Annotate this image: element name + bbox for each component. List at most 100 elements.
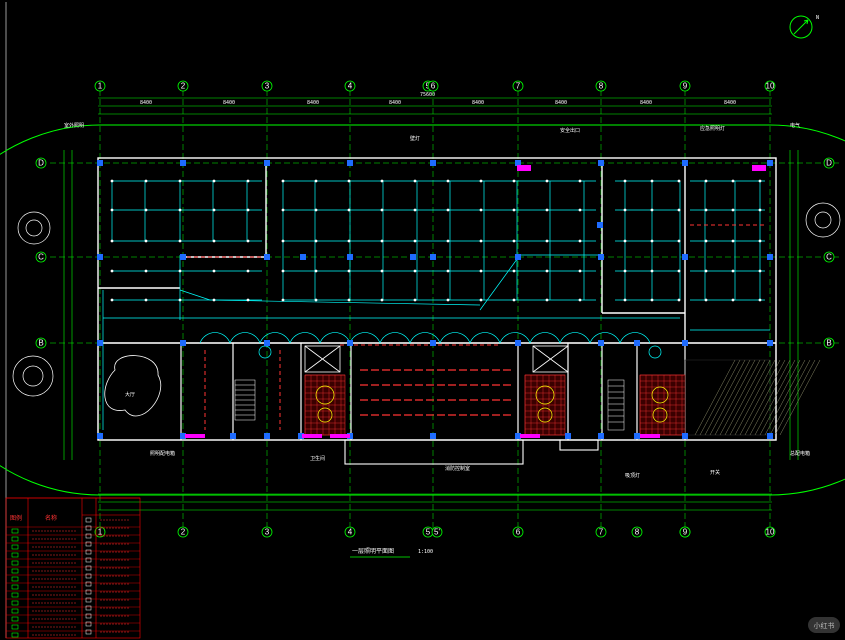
- legend-header-name: 名称: [45, 514, 57, 522]
- axis-bubble: 4: [344, 526, 356, 538]
- axis-label: 4: [348, 528, 353, 537]
- axis-bubble: 1: [94, 80, 106, 92]
- axis-label: 7: [516, 82, 521, 91]
- axis-bubble: 3: [261, 80, 273, 92]
- axis-label: 2: [181, 528, 186, 537]
- axis-bubble: C: [35, 251, 47, 263]
- watermark-text: 小红书: [814, 621, 835, 630]
- axis-label: 3: [265, 82, 270, 91]
- axis-label: B: [826, 339, 831, 348]
- axis-label: 7: [599, 528, 604, 537]
- axis-label: 6: [431, 82, 436, 91]
- svg-text:电气: 电气: [790, 122, 800, 129]
- axis-bubble: D: [35, 157, 47, 169]
- drawing-title: 一层照明平面图: [352, 548, 394, 555]
- hatch-pattern: [304, 374, 685, 436]
- axis-label: 5': [434, 528, 440, 537]
- svg-text:8400: 8400: [724, 100, 736, 106]
- axis-bubble: 7: [512, 80, 524, 92]
- side-dimension-lines: [63, 150, 799, 460]
- axis-label: D: [38, 159, 44, 168]
- axis-bubble: 8: [595, 80, 607, 92]
- red-dashed-lines: [180, 224, 765, 430]
- axis-bubble: 4: [344, 80, 356, 92]
- equipment-room-hatch: [694, 359, 821, 436]
- lobby-feature: [104, 355, 162, 417]
- axis-bubble: B: [823, 337, 835, 349]
- svg-text:照明配电箱: 照明配电箱: [150, 450, 175, 457]
- axis-bubble: C: [823, 251, 835, 263]
- svg-text:8400: 8400: [555, 100, 567, 106]
- svg-text:N: N: [816, 15, 819, 21]
- axis-bubble: 9: [679, 526, 691, 538]
- axis-label: 2: [181, 82, 186, 91]
- svg-text:8400: 8400: [140, 100, 152, 106]
- axis-label: 10: [766, 528, 775, 537]
- bottom-dimension-lines: [98, 493, 772, 511]
- legend-table: [5, 497, 141, 639]
- axis-bubble: 10: [764, 80, 776, 92]
- axis-label: 9: [683, 528, 688, 537]
- svg-text:8400: 8400: [389, 100, 401, 106]
- svg-text:8400: 8400: [640, 100, 652, 106]
- hall-lighting-rows: [360, 369, 512, 416]
- axis-label: 3: [265, 528, 270, 537]
- axis-bubble: 2: [177, 80, 189, 92]
- axis-label: 5: [426, 528, 431, 537]
- svg-text:安全出口: 安全出口: [560, 127, 580, 134]
- legend-rows: [6, 517, 140, 638]
- axis-bubble: 9: [679, 80, 691, 92]
- axis-bubbles-top: 12345678910: [94, 80, 776, 92]
- legend-header-symbol: 图例: [10, 514, 22, 522]
- axis-label: 1: [98, 528, 103, 537]
- axis-bubble: 3: [261, 526, 273, 538]
- axis-label: C: [38, 253, 44, 262]
- drawing-scale: 1:100: [418, 549, 433, 555]
- door-swings: [199, 332, 662, 359]
- watermark-badge: 小红书: [808, 617, 840, 633]
- svg-text:8400: 8400: [472, 100, 484, 106]
- toilet-area-hatch: [304, 359, 771, 436]
- axis-bubble: 1: [94, 526, 106, 538]
- axis-bubble: D: [823, 157, 835, 169]
- axis-label: 4: [348, 82, 353, 91]
- axis-label: 8: [599, 82, 604, 91]
- svg-text:卫生间: 卫生间: [310, 455, 325, 462]
- svg-text:大厅: 大厅: [125, 391, 135, 398]
- callout-labels: 室外照明 壁灯 安全出口 应急照明灯 电气 照明配电箱 卫生间 消防控制室 吸顶…: [64, 122, 810, 479]
- axis-grid-horizontal: [50, 162, 840, 344]
- axis-bubble: 8: [631, 526, 643, 538]
- stairs: [234, 379, 625, 431]
- axis-bubble: 7: [595, 526, 607, 538]
- axis-label: 10: [766, 82, 775, 91]
- svg-text:应急照明灯: 应急照明灯: [700, 125, 725, 132]
- top-dimension-lines: [98, 97, 772, 115]
- drawing-title-block: 一层照明平面图 1:100: [350, 548, 433, 558]
- axis-label: C: [826, 253, 832, 262]
- north-arrow-icon: N: [789, 15, 819, 39]
- svg-text:总配电箱: 总配电箱: [790, 450, 810, 457]
- axis-bubble: 10: [764, 526, 776, 538]
- lighting-fixtures: [97, 160, 773, 439]
- axis-label: D: [826, 159, 832, 168]
- svg-text:壁灯: 壁灯: [410, 135, 420, 142]
- distribution-boxes: [185, 165, 766, 438]
- svg-text:消防控制室: 消防控制室: [445, 465, 470, 472]
- svg-text:室外照明: 室外照明: [64, 122, 84, 129]
- elevator-shaft: [304, 345, 569, 373]
- axis-bubble: 6: [427, 80, 439, 92]
- axis-bubble: 6: [512, 526, 524, 538]
- axis-bubble: 5': [431, 526, 443, 538]
- svg-text:75600: 75600: [420, 92, 435, 98]
- axis-label: 6: [516, 528, 521, 537]
- tree-icon: [12, 202, 841, 397]
- svg-text:8400: 8400: [307, 100, 319, 106]
- axis-bubble: 5: [422, 526, 434, 538]
- svg-text:开关: 开关: [710, 469, 720, 476]
- sanitary-fixtures: [315, 385, 669, 423]
- axis-label: 1: [98, 82, 103, 91]
- svg-text:吸顶灯: 吸顶灯: [625, 472, 640, 479]
- axis-bubble: 2: [177, 526, 189, 538]
